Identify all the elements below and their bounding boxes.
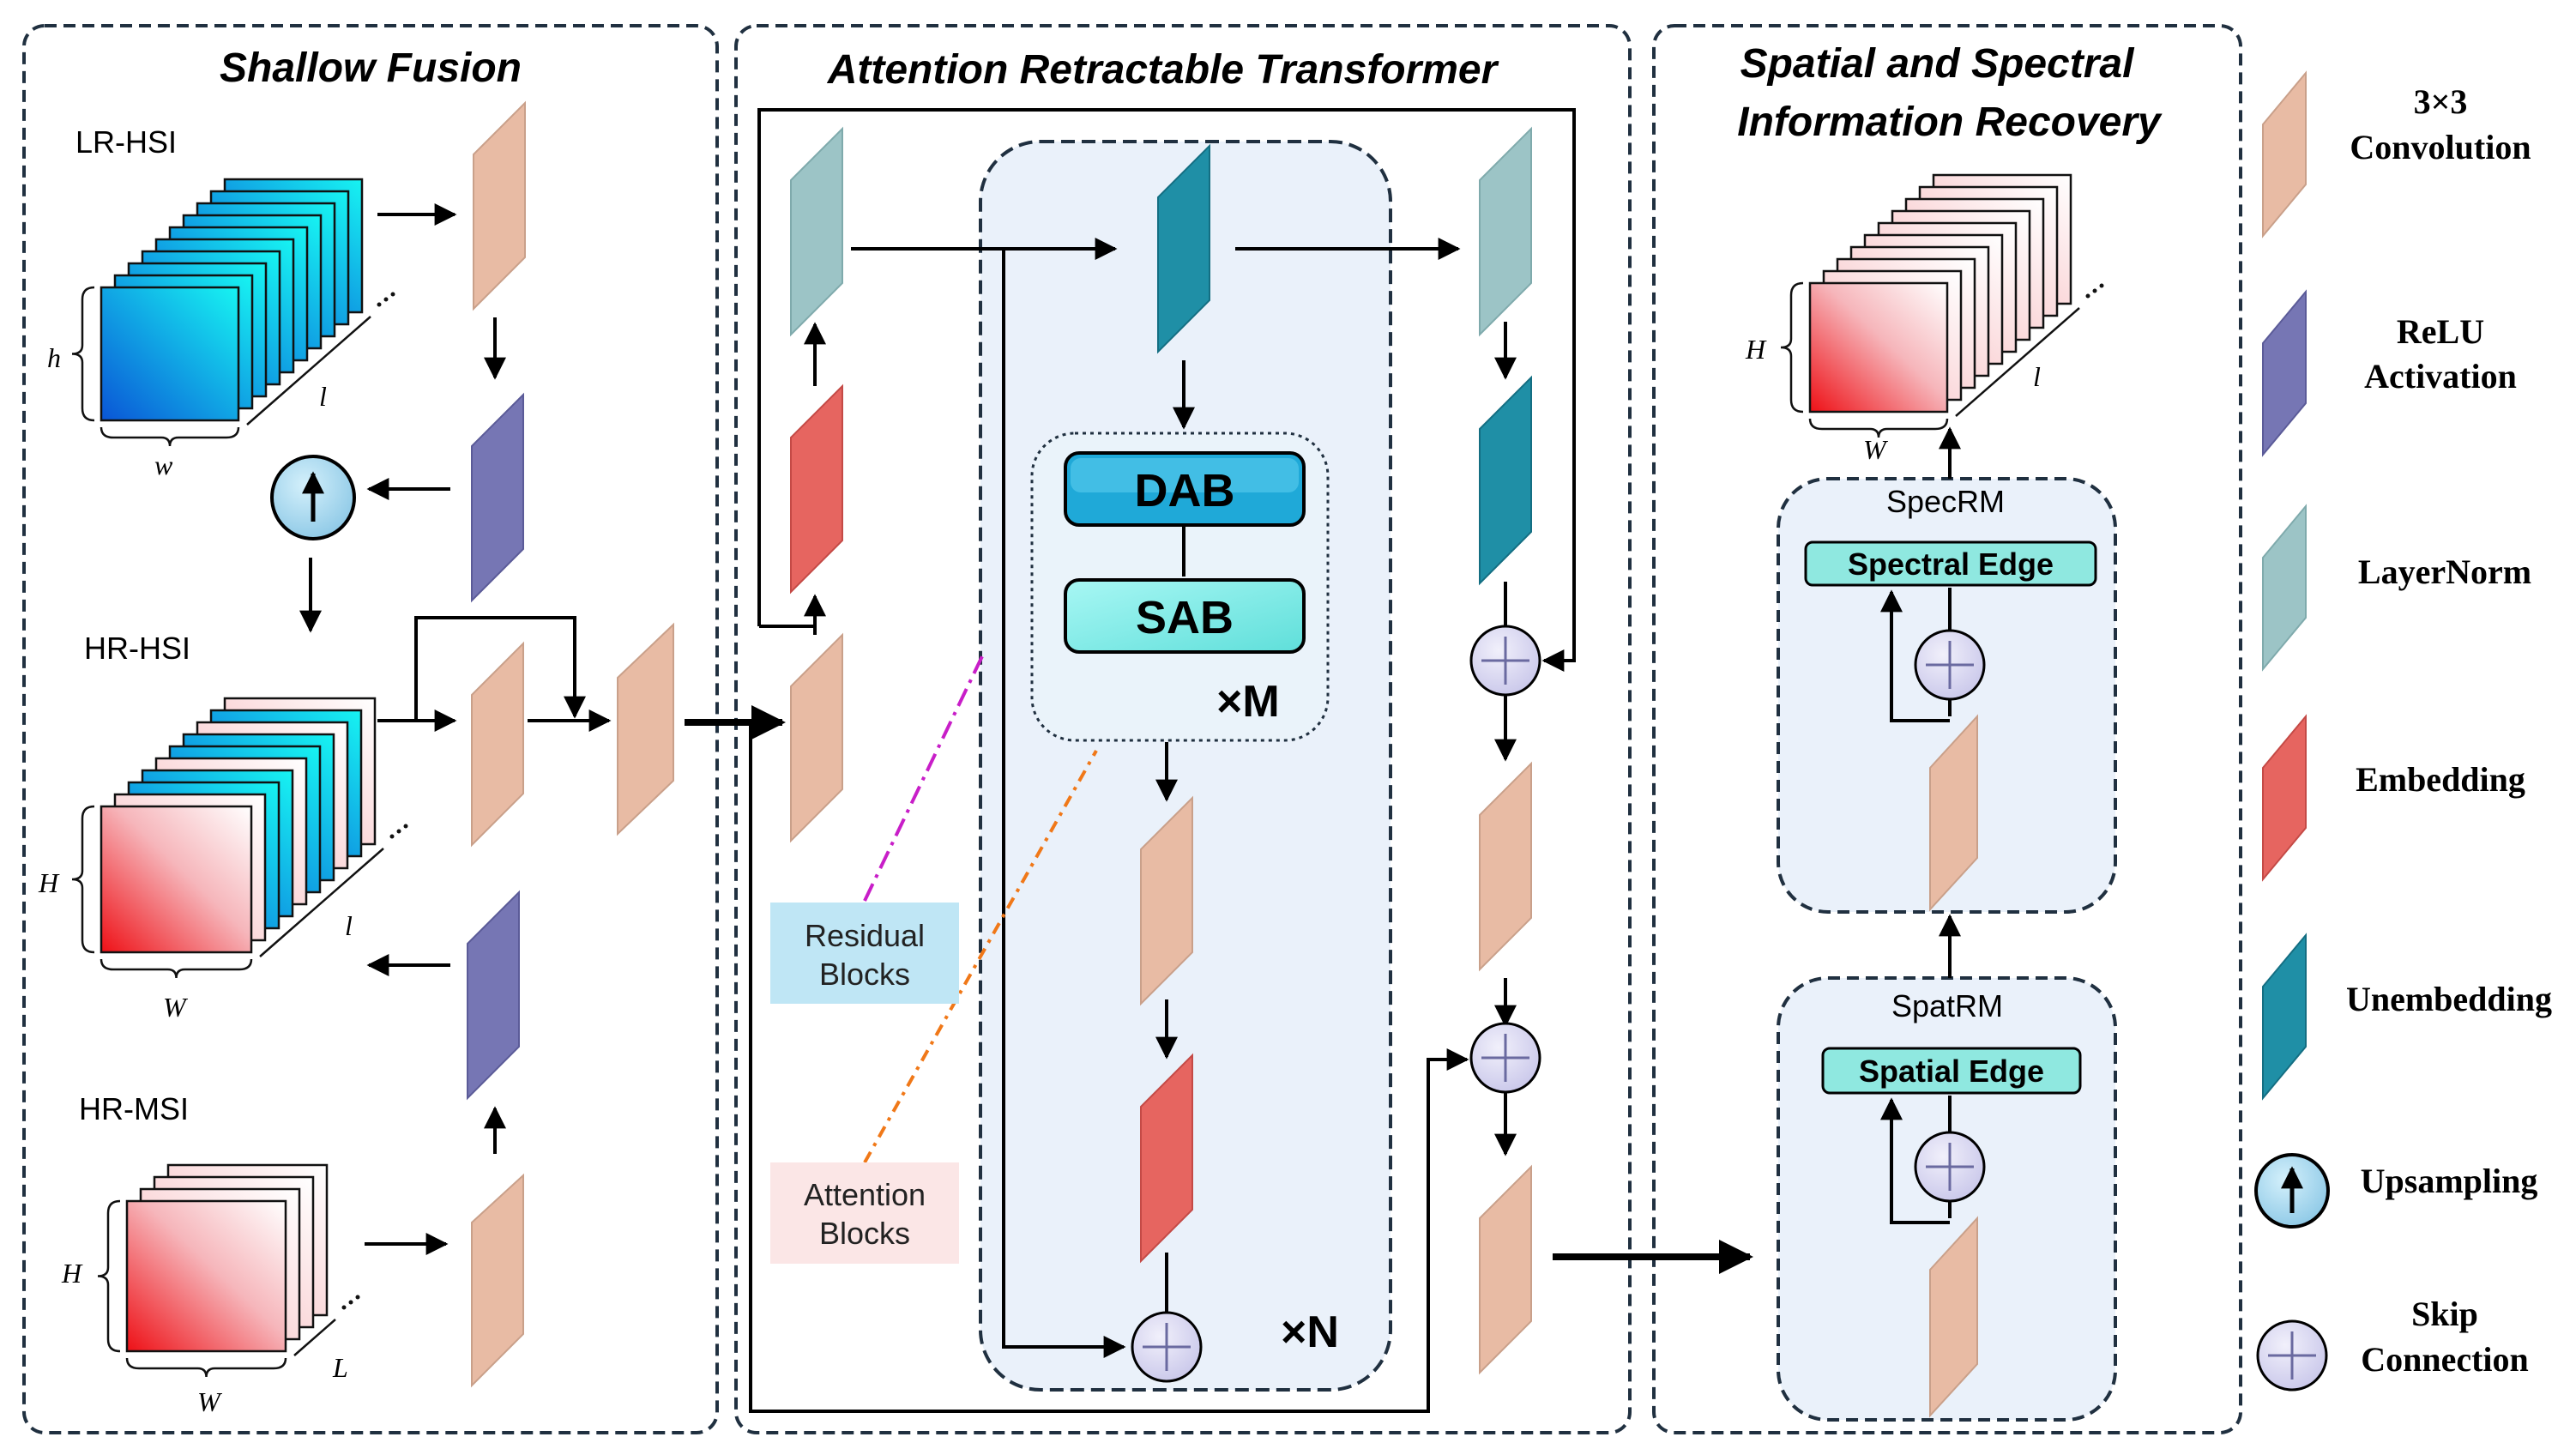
art-layernorm-2	[1479, 126, 1532, 337]
spectral-edge-label: Spectral Edge	[1848, 546, 2054, 582]
output-band-label: l	[2033, 361, 2041, 392]
sf-relu-2	[467, 890, 520, 1101]
art-conv-3	[1479, 761, 1532, 972]
legend-relu-line2: Activation	[2364, 357, 2517, 395]
legend-upsampling-label: Upsampling	[2361, 1162, 2538, 1200]
hr-hsi-band-label: l	[345, 910, 353, 941]
art-unembedding-2	[1479, 375, 1532, 586]
specrm-skip	[1914, 629, 1986, 701]
hr-msi-width-label: W	[197, 1386, 223, 1417]
residual-pointer	[863, 655, 984, 902]
hr-msi-height-label: H	[61, 1258, 83, 1289]
lr-hsi-height-label: h	[47, 342, 61, 373]
legend-embedding-icon	[2262, 714, 2307, 882]
lr-hsi-label: LR-HSI	[75, 124, 177, 160]
attention-note	[770, 1162, 959, 1264]
art-unembedding-1	[1157, 143, 1210, 354]
legend-unembedding-label: Unembedding	[2346, 980, 2552, 1018]
lr-hsi-width-label: w	[154, 450, 173, 480]
recovery-title-line1: Spatial and Spectral	[1740, 41, 2135, 87]
upsampling-operator	[270, 455, 356, 540]
hr-msi-band-label: L	[332, 1352, 348, 1383]
legend-relu-icon	[2262, 289, 2307, 457]
sf-conv-2	[471, 641, 524, 848]
lr-hsi-cube	[71, 178, 395, 447]
sab-block	[1064, 578, 1306, 654]
shallow-fusion-panel	[22, 24, 719, 1434]
art-layernorm-1	[790, 126, 843, 337]
specrm-label: SpecRM	[1886, 484, 2005, 519]
hr-hsi-label: HR-HSI	[84, 631, 190, 666]
sf-conv-3	[471, 1173, 524, 1388]
legend-relu-line1: ReLU	[2397, 312, 2484, 351]
output-cube	[1780, 173, 2104, 438]
legend-unembedding-icon	[2262, 933, 2307, 1101]
legend-conv-line1: 3×3	[2414, 82, 2468, 121]
art-conv-2	[1140, 795, 1193, 1006]
sf-arrows	[299, 203, 612, 1255]
sab-label: SAB	[1136, 592, 1234, 643]
dab-label: DAB	[1135, 465, 1235, 516]
art-skip-1	[1469, 625, 1541, 697]
sf-relu-1	[471, 392, 524, 603]
specrm-conv	[1929, 714, 1978, 912]
spatrm-label: SpatRM	[1891, 988, 2003, 1023]
hr-msi-label: HR-MSI	[79, 1091, 189, 1126]
times-n-label: ×N	[1281, 1307, 1339, 1357]
hr-msi-cube	[97, 1163, 360, 1378]
spatrm-conv	[1929, 1216, 1978, 1418]
output-height-label: H	[1745, 334, 1767, 365]
spatial-edge-label: Spatial Edge	[1859, 1054, 2044, 1089]
hr-hsi-width-label: W	[163, 992, 189, 1023]
legend-conv-icon	[2262, 70, 2307, 238]
times-m-label: ×M	[1216, 677, 1280, 727]
legend-upsampling-icon	[2254, 1153, 2330, 1229]
attention-note-line1: Attention	[804, 1177, 926, 1212]
residual-note-line2: Blocks	[819, 957, 910, 992]
legend-layernorm-icon	[2262, 504, 2307, 672]
residual-note-line1: Residual	[805, 918, 925, 953]
sf-conv-1	[473, 100, 526, 311]
lr-hsi-band-label: l	[319, 381, 327, 412]
recovery-title-line2: Information Recovery	[1737, 100, 2163, 145]
art-title: Attention Retractable Transformer	[827, 47, 1499, 93]
art-conv-1	[790, 632, 843, 843]
legend-conv-line2: Convolution	[2350, 128, 2531, 166]
sf-conv-merge	[617, 622, 674, 836]
art-conv-4	[1479, 1164, 1532, 1375]
spatrm-skip	[1914, 1131, 1986, 1203]
art-panel	[734, 24, 1632, 1434]
spatial-edge-box	[1821, 1047, 2082, 1095]
attention-pointer	[863, 750, 1098, 1163]
art-frame-lines	[749, 108, 1576, 1413]
output-width-label: W	[1863, 434, 1889, 465]
spectral-edge-box	[1804, 540, 2097, 587]
legend-skip-line1: Skip	[2411, 1295, 2478, 1333]
attention-note-line2: Blocks	[819, 1216, 910, 1251]
legend-embedding-label: Embedding	[2356, 760, 2525, 799]
residual-note	[770, 903, 959, 1004]
recovery-arrows	[1880, 426, 1961, 1224]
recovery-panel	[1652, 24, 2242, 1434]
hr-hsi-cube	[71, 697, 408, 979]
legend-skip-icon	[2256, 1319, 2328, 1392]
legend: 3×3 Convolution ReLU Activation LayerNor…	[2254, 70, 2552, 1392]
art-embedding	[790, 383, 843, 595]
legend-skip-line2: Connection	[2361, 1340, 2529, 1379]
art-skip-2	[1469, 1022, 1541, 1094]
legend-layernorm-label: LayerNorm	[2358, 552, 2531, 591]
art-embedding-2	[1140, 1053, 1193, 1264]
shallow-fusion-title: Shallow Fusion	[220, 45, 522, 91]
art-skip-3	[1131, 1311, 1203, 1383]
hr-hsi-height-label: H	[38, 867, 60, 898]
